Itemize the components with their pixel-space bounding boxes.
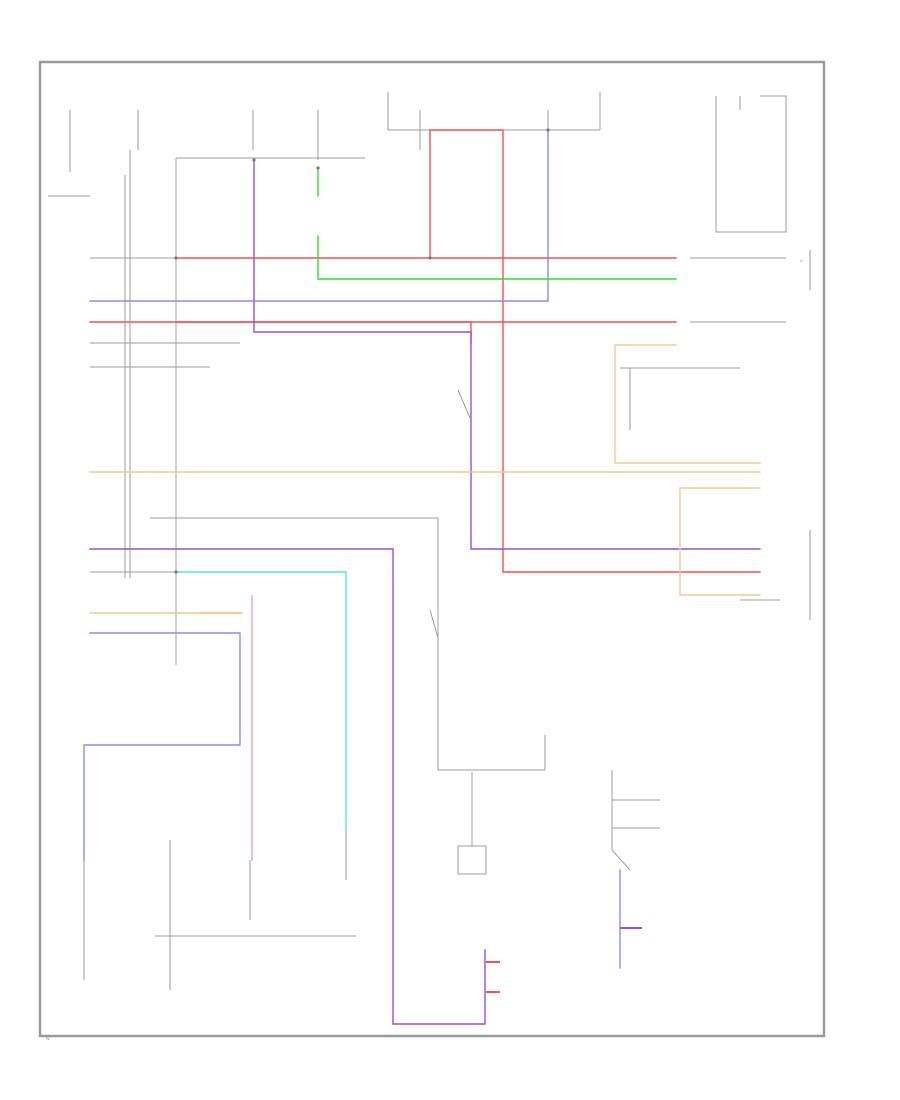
relay-box-top-right	[715, 95, 787, 233]
left-bus	[48, 150, 365, 665]
bottom-right-switch	[611, 770, 660, 871]
central-switches	[429, 389, 487, 875]
cyan-wire	[175, 571, 347, 831]
diagram-frame	[38, 60, 826, 1038]
right-connectors	[620, 250, 811, 620]
connector-label: G	[800, 259, 803, 263]
blue-wires	[83, 129, 621, 969]
corner-code: W	[46, 1037, 50, 1041]
violet-wires	[89, 159, 761, 1025]
terminal-dots	[174, 128, 550, 574]
red-wires	[89, 129, 761, 573]
wire-tags	[200, 612, 642, 993]
orange-wires	[89, 344, 761, 614]
green-wire	[317, 167, 677, 280]
grey-wires	[90, 257, 786, 937]
bottom-left-components	[83, 830, 347, 990]
fuse-block	[69, 92, 601, 172]
